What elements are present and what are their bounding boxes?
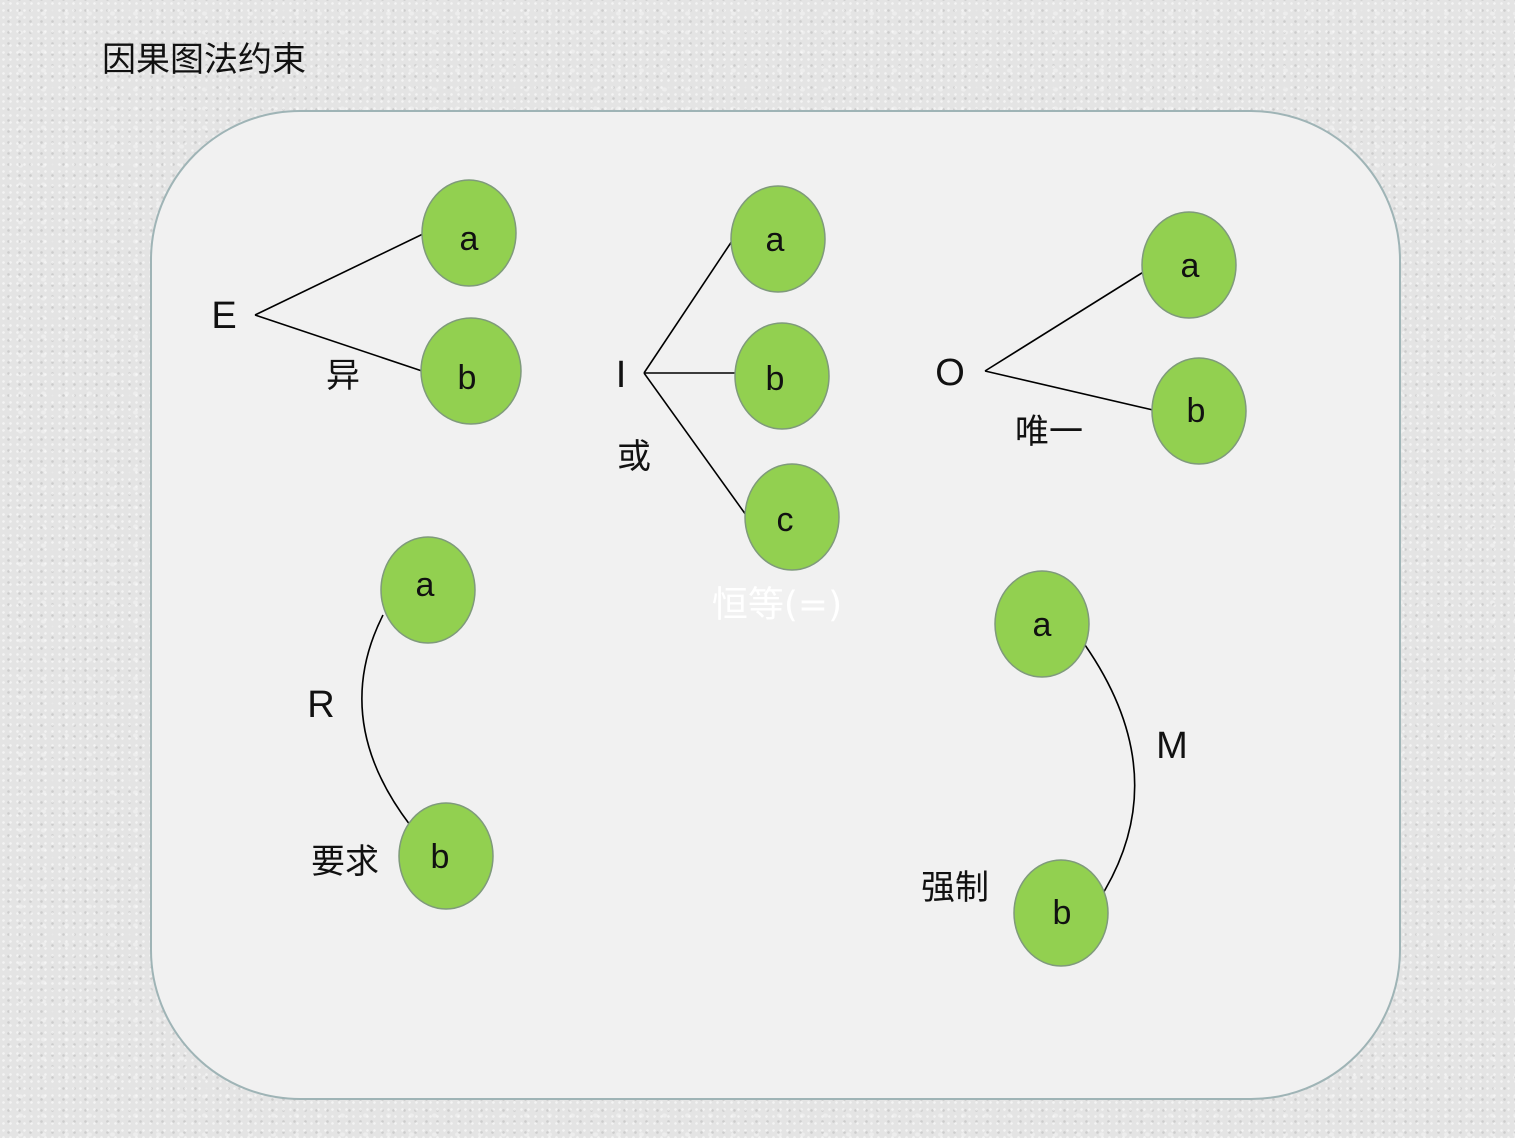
node-e-b: b — [420, 317, 522, 425]
edge-e-b — [254, 314, 426, 373]
svg-text:a: a — [1181, 247, 1200, 285]
constraint-one-only: O 唯一 a b — [935, 211, 1247, 465]
label-masks: 强制 — [921, 868, 989, 908]
symbol-i: I — [616, 354, 627, 396]
constraint-requires: R 要求 a b — [307, 536, 494, 910]
constraint-inclusive: I 或 a b c — [616, 185, 840, 571]
svg-text:a: a — [416, 566, 435, 604]
node-o-b: b — [1151, 357, 1247, 465]
node-o-a: a — [1141, 211, 1237, 319]
edge-o-a — [984, 270, 1146, 372]
edge-m-a-b — [1084, 644, 1136, 896]
node-r-b: b — [398, 802, 494, 910]
svg-text:b: b — [431, 838, 450, 876]
symbol-m: M — [1156, 725, 1188, 767]
svg-text:b: b — [1187, 392, 1206, 430]
svg-text:b: b — [458, 359, 477, 397]
symbol-e: E — [211, 295, 236, 337]
label-exclusive: 异 — [326, 356, 360, 396]
constraint-exclusive: E 异 a b — [211, 179, 522, 425]
label-identity: 恒等(=) — [712, 585, 842, 626]
svg-text:c: c — [777, 501, 794, 539]
svg-text:a: a — [766, 221, 785, 259]
label-one-only: 唯一 — [1015, 412, 1083, 452]
symbol-r: R — [307, 684, 334, 726]
node-e-a: a — [421, 179, 517, 287]
slide-title: 因果图法约束 — [102, 40, 306, 80]
edge-o-b — [984, 370, 1154, 411]
svg-text:a: a — [460, 220, 479, 258]
edge-r-a-b — [361, 614, 411, 826]
edge-i-c — [643, 372, 747, 516]
edge-e-a — [254, 232, 426, 316]
node-m-b: b — [1013, 859, 1109, 967]
edge-i-a — [643, 240, 733, 374]
svg-text:b: b — [766, 360, 785, 398]
node-m-a: a — [994, 570, 1090, 678]
svg-text:b: b — [1053, 894, 1072, 932]
symbol-o: O — [935, 352, 965, 394]
label-requires: 要求 — [311, 842, 379, 882]
node-i-b: b — [734, 322, 830, 430]
node-r-a: a — [380, 536, 476, 644]
svg-text:a: a — [1033, 606, 1052, 644]
label-inclusive: 或 — [617, 437, 651, 477]
constraint-masks: M 强制 a b — [921, 570, 1188, 967]
node-i-c: c — [744, 463, 840, 571]
node-i-a: a — [730, 185, 826, 293]
